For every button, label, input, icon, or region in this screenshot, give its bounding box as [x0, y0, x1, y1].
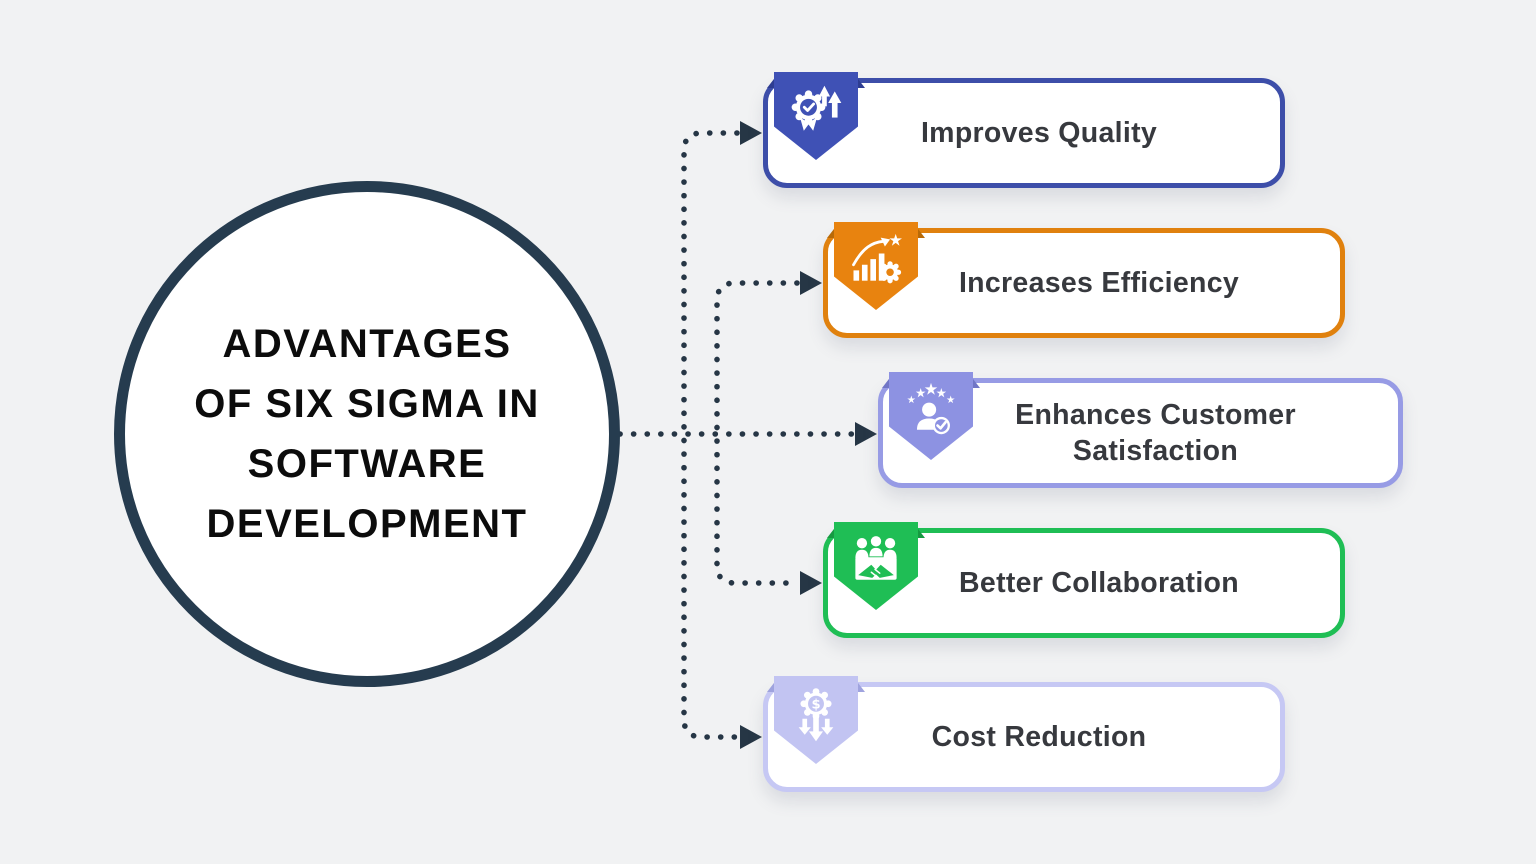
arrowhead-customer-satisfaction: [855, 422, 877, 446]
banner-fold-right: [970, 375, 980, 388]
connector-outer-elbow: [681, 130, 740, 740]
dollar-gear-down-arrows-glyph: $: [798, 688, 834, 742]
banner-fold-left: [767, 679, 777, 692]
banner-fold-right: [855, 75, 865, 88]
banner-fold-right: [915, 525, 925, 538]
advantage-card-increases-efficiency: Increases Efficiency: [823, 222, 1345, 338]
gear-check-arrows-glyph: [791, 85, 842, 131]
advantage-label: Better Collaboration: [959, 566, 1239, 599]
advantage-label: Enhances Customer Satisfaction: [1015, 398, 1296, 467]
banner-fold-left: [767, 75, 777, 88]
advantage-label: Increases Efficiency: [958, 266, 1240, 299]
svg-text:$: $: [811, 697, 820, 712]
advantage-label: Cost Reduction: [931, 720, 1147, 753]
central-topic-circle: ADVANTAGES OF SIX SIGMA IN SOFTWARE DEVE…: [114, 181, 620, 687]
title-line: DEVELOPMENT: [206, 502, 528, 546]
bar-chart-arrow-star-gear-glyph: [852, 233, 902, 284]
title-line: ADVANTAGES: [222, 322, 512, 366]
advantage-label: Improves Quality: [920, 116, 1158, 149]
quality-badge-icon: [767, 72, 865, 160]
advantage-card-customer-satisfaction: Enhances Customer Satisfaction: [878, 372, 1403, 488]
arrowhead-better-collaboration: [800, 571, 822, 595]
banner-fold-right: [855, 679, 865, 692]
connector-inner-elbow: [714, 280, 800, 586]
efficiency-growth-icon: [827, 222, 925, 310]
advantage-card-better-collaboration: Better Collaboration: [823, 522, 1345, 638]
cost-reduction-icon: $: [767, 676, 865, 764]
banner-fold-left: [827, 225, 837, 238]
arrowhead-improves-quality: [740, 121, 762, 145]
title-line: OF SIX SIGMA IN: [194, 382, 540, 426]
banner-fold-left: [827, 525, 837, 538]
advantage-card-cost-reduction: $ Cost Reduction: [763, 676, 1285, 792]
team-handshake-glyph: [855, 536, 897, 580]
collaboration-icon: [827, 522, 925, 610]
person-stars-check-glyph: [907, 382, 955, 435]
customer-satisfaction-icon: [882, 372, 980, 460]
arrowhead-cost-reduction: [740, 725, 762, 749]
advantage-card-improves-quality: Improves Quality: [763, 72, 1285, 188]
arrowhead-increases-efficiency: [800, 271, 822, 295]
page-title: ADVANTAGES OF SIX SIGMA IN SOFTWARE DEVE…: [194, 314, 540, 554]
banner-fold-left: [882, 375, 892, 388]
banner-fold-right: [915, 225, 925, 238]
title-line: SOFTWARE: [247, 442, 487, 486]
